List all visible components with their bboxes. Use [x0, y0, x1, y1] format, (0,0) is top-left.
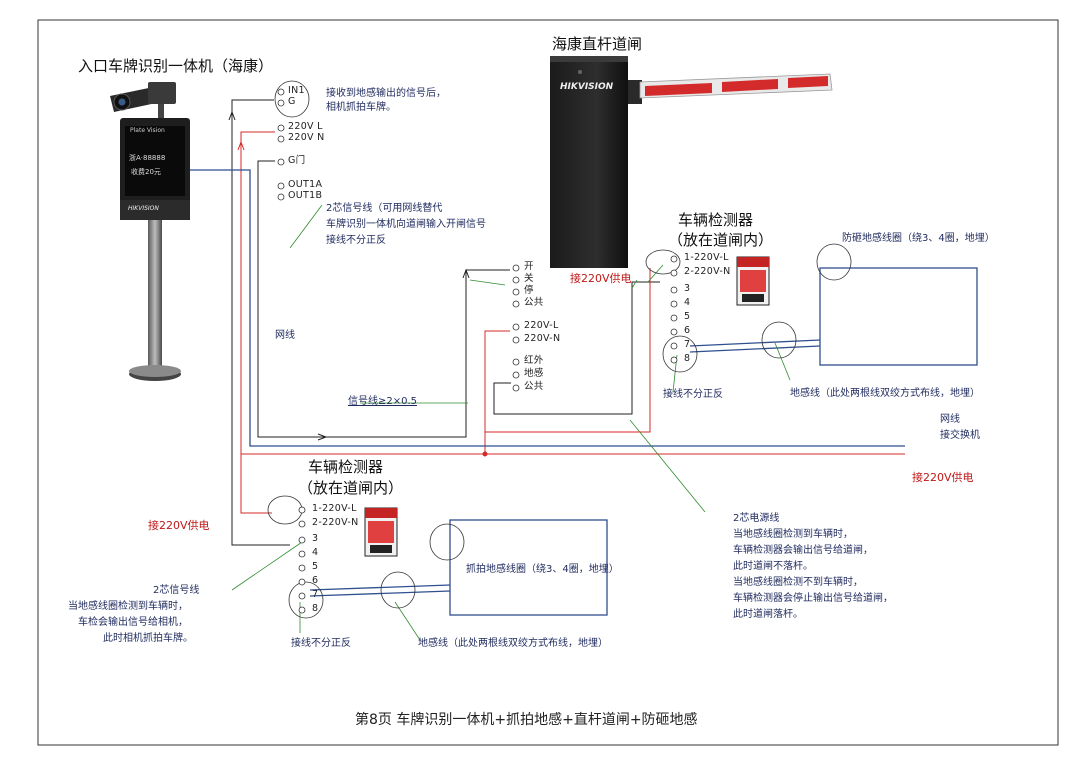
note-power-bottom: 接220V供电: [148, 519, 210, 532]
note-power-right: 接220V供电: [912, 471, 974, 484]
barrier-terminal-220v-n: 220V-N: [524, 333, 561, 344]
note-signal-in-2: 相机抓拍车牌。: [326, 102, 396, 113]
lpr-device-title: 入口车牌识别一体机（海康）: [78, 57, 274, 75]
barrier-terminal-open: 开: [524, 261, 534, 272]
page-border: [37, 19, 1059, 746]
lpr-terminal-out1a: OUT1A: [288, 179, 323, 190]
detector-top-title: 车辆检测器: [678, 211, 754, 229]
note-loop-top-wire: 地感线（此处两根线双绞方式布线，地埋）: [790, 388, 980, 399]
detector-bottom-subtitle: （放在道闸内）: [298, 479, 404, 497]
detector-bottom-terminal-3: 3: [312, 533, 319, 544]
detector-bottom-title: 车辆检测器: [308, 458, 384, 476]
note-network-switch-2: 接交换机: [940, 430, 980, 441]
barrier-terminal-infrared: 红外: [524, 355, 544, 366]
lpr-screen-plate: 浙A·88888: [129, 154, 166, 162]
detector-top-terminal-6: 6: [684, 325, 691, 336]
barrier-terminal-220v-l: 220V-L: [524, 320, 559, 331]
black-wires: [228, 99, 660, 546]
lpr-screen-logo: HIKVISION: [128, 205, 159, 212]
note-network-cable: 网线: [275, 330, 295, 341]
note-loop-top-title: 防砸地感线圈（绕3、4圈，地埋）: [842, 233, 995, 244]
note-two-core-3: 接线不分正反: [326, 235, 386, 246]
lpr-terminal-in1: IN1: [288, 85, 305, 96]
barrier-terminal-common: 公共: [524, 297, 544, 308]
note-two-core-2: 车牌识别一体机向道闸输入开闸信号: [326, 219, 486, 230]
vehicle-detector-bottom: [364, 507, 398, 557]
barrier-terminal-close: 关: [524, 273, 534, 284]
lpr-terminal-out1b: OUT1B: [288, 190, 323, 201]
lpr-terminal-gate: G门: [288, 155, 306, 166]
lpr-terminal-220v-l: 220V L: [288, 121, 323, 132]
detector-bottom-terminal-5: 5: [312, 561, 319, 572]
detector-bottom-terminal-8: 8: [312, 603, 319, 614]
note-signal-in-1: 接收到地感输出的信号后，: [326, 88, 446, 99]
note-no-polarity-bottom: 接线不分正反: [291, 638, 351, 649]
note-signal-bottom-1: 2芯信号线: [153, 585, 200, 596]
note-two-core-1: 2芯信号线（可用网线替代: [326, 203, 443, 214]
lpr-screen-brand: Plate Vision: [130, 127, 165, 134]
lpr-terminal-g: G: [288, 96, 296, 107]
barrier-terminal-stop: 停: [524, 285, 534, 296]
detector-top-terminal-7: 7: [684, 339, 691, 350]
note-signal-bottom-2: 当地感线圈检测到车辆时，: [68, 601, 188, 612]
detector-bottom-terminal-1: 1-220V-L: [312, 503, 357, 514]
note-signal-bottom-3: 车检会输出信号给相机，: [78, 617, 188, 628]
note-power-two-core-2: 当地感线圈检测到车辆时，: [733, 529, 853, 540]
barrier-terminal-loop: 地感: [524, 368, 544, 379]
note-no-polarity-top: 接线不分正反: [663, 389, 723, 400]
page-footer: 第8页 车牌识别一体机+抓拍地感+直杆道闸+防砸地感: [355, 712, 698, 728]
terminal-circles: [277, 88, 678, 614]
barrier-title: 海康直杆道闸: [552, 35, 643, 53]
barrier-terminal-common-2: 公共: [524, 381, 544, 392]
note-power-two-core-3: 车辆检测器会输出信号给道闸，: [733, 545, 873, 556]
detector-top-subtitle: （放在道闸内）: [668, 231, 774, 249]
detector-top-terminal-8: 8: [684, 353, 691, 364]
lpr-camera-device: [110, 82, 190, 381]
blue-wires: [190, 169, 978, 616]
detector-top-terminal-3: 3: [684, 283, 691, 294]
detector-bottom-terminal-2: 2-220V-N: [312, 517, 359, 528]
note-signal-bottom-4: 此时相机抓拍车牌。: [103, 633, 193, 644]
note-power-two-core-4: 此时道闸不落杆。: [733, 561, 813, 572]
barrier-logo: HIKVISION: [560, 82, 614, 92]
note-power-top: 接220V供电: [570, 272, 632, 285]
detector-top-terminal-5: 5: [684, 311, 691, 322]
red-power-wires: [237, 131, 905, 514]
note-power-two-core-5: 当地感线圈检测不到车辆时，: [733, 577, 863, 588]
detector-bottom-terminal-7: 7: [312, 589, 319, 600]
green-leader-lines: [231, 204, 791, 641]
detector-top-terminal-4: 4: [684, 297, 691, 308]
note-loop-bottom-title: 抓拍地感线圈（绕3、4圈，地埋）: [466, 564, 619, 575]
note-power-two-core-1: 2芯电源线: [733, 513, 780, 524]
lpr-terminal-220v-n: 220V N: [288, 132, 325, 143]
note-loop-bottom-wire: 地感线（此处两根线双绞方式布线，地埋）: [418, 638, 608, 649]
detector-top-terminal-2: 2-220V-N: [684, 266, 731, 277]
note-network-switch-1: 网线: [940, 414, 960, 425]
note-signal-wire-spec: 信号线≥2×0.5: [348, 396, 418, 407]
detector-top-terminal-1: 1-220V-L: [684, 252, 729, 263]
barrier-gate: [550, 56, 833, 268]
note-power-two-core-6: 车辆检测器会停止输出信号给道闸，: [733, 593, 893, 604]
vehicle-detector-top: [736, 256, 770, 306]
barrier-boom-arm: [639, 73, 833, 99]
detector-bottom-terminal-4: 4: [312, 547, 319, 558]
note-power-two-core-7: 此时道闸落杆。: [733, 609, 803, 620]
detector-bottom-terminal-6: 6: [312, 575, 319, 586]
lpr-screen-fee: 收费20元: [131, 168, 161, 176]
